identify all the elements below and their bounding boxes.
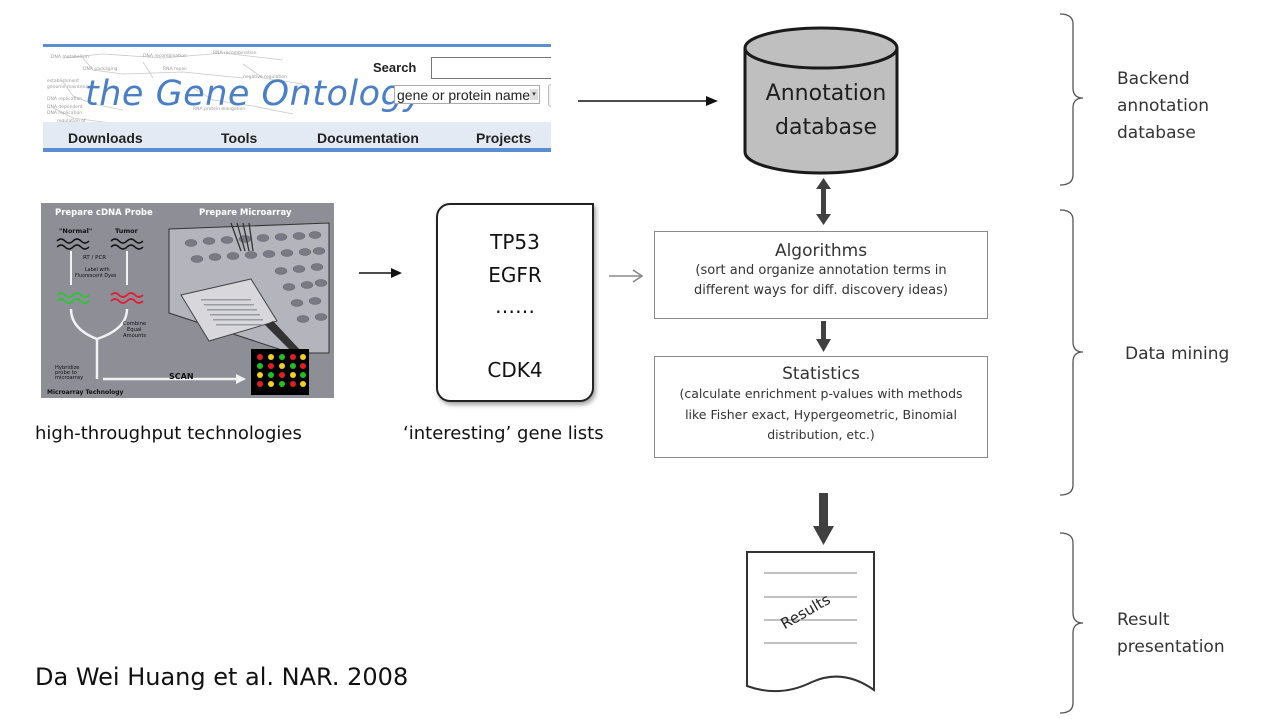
- combine-line1: Combine: [123, 321, 146, 327]
- prepare-microarray-heading: Prepare Microarray: [199, 208, 292, 218]
- go-nav-bar: Downloads Tools Documentation Projects: [43, 122, 551, 152]
- gene-ellipsis: ……: [495, 294, 535, 318]
- dropdown-arrow-icon: ▾: [530, 89, 538, 100]
- data-mining-label: Data mining: [1125, 344, 1230, 364]
- hybridize-line2: probe to: [55, 370, 77, 376]
- technology-to-list-arrow: [359, 268, 402, 278]
- prepare-probe-heading: Prepare cDNA Probe: [55, 208, 153, 218]
- nav-documentation[interactable]: Documentation: [317, 130, 419, 146]
- algorithms-box: Algorithms (sort and organize annotation…: [654, 231, 988, 319]
- banner-top-line: [43, 44, 551, 47]
- svg-text:DNA metabolism: DNA metabolism: [51, 54, 89, 60]
- microarray-plate-icon: [168, 222, 330, 354]
- svg-text:RNA protein elongation: RNA protein elongation: [193, 106, 245, 112]
- brace-backend: [1059, 13, 1084, 186]
- svg-text:DNA replication: DNA replication: [47, 96, 82, 102]
- label-dyes-line1: Label with: [85, 267, 110, 273]
- svg-text:regulation of: regulation of: [57, 118, 86, 124]
- svg-text:RNA recombination: RNA recombination: [213, 50, 257, 56]
- database-label-line2: database: [775, 115, 877, 140]
- search-type-select[interactable]: gene or protein name ▾: [394, 85, 540, 104]
- result-label-line2: presentation: [1117, 637, 1225, 657]
- hybridize-line1: Hybridize: [55, 365, 80, 371]
- scan-result-grid-icon: [251, 349, 309, 395]
- microarray-illustration: Prepare cDNA Probe "Normal" Tumor RT / P…: [41, 203, 334, 398]
- search-submit-button[interactable]: [548, 84, 551, 107]
- scan-label: SCAN: [169, 372, 194, 381]
- svg-text:DNA replication: DNA replication: [47, 110, 82, 116]
- hybridize-line3: microarray: [55, 375, 83, 381]
- svg-text:RNA repair: RNA repair: [163, 66, 187, 72]
- statistics-desc-line1: (calculate enrichment p-values with meth…: [679, 386, 963, 401]
- gene-ontology-banner: DNA metabolism DNA recombination RNA rec…: [43, 44, 551, 156]
- database-label-line1: Annotation: [766, 81, 887, 106]
- statistics-desc-line3: distribution, etc.): [767, 427, 875, 442]
- statistics-to-results-arrow: [813, 493, 834, 545]
- results-document-icon: Results: [746, 551, 875, 693]
- gene-ontology-title[interactable]: the Gene Ontology: [85, 74, 425, 114]
- gene-item: CDK4: [487, 358, 543, 382]
- statistics-title: Statistics: [782, 364, 860, 384]
- svg-text:negative regulation: negative regulation: [243, 74, 287, 80]
- algorithms-desc-line2: different ways for diff. discovery ideas…: [694, 283, 948, 298]
- gene-list-card: TP53 EGFR …… CDK4: [436, 203, 594, 402]
- algorithms-desc-line1: (sort and organize annotation terms in: [695, 263, 947, 278]
- gene-item: EGFR: [488, 263, 542, 287]
- high-throughput-caption: high-throughput technologies: [35, 423, 302, 444]
- label-dyes-line2: Fluorescent Dyes: [75, 273, 117, 279]
- statistics-desc-line2: like Fisher exact, Hypergeometric, Binom…: [685, 406, 957, 422]
- citation: Da Wei Huang et al. NAR. 2008: [35, 663, 409, 691]
- rna-strands-icon: [56, 238, 144, 250]
- nav-tools[interactable]: Tools: [221, 130, 258, 146]
- algorithms-title: Algorithms: [774, 241, 868, 261]
- tumor-label: Tumor: [115, 227, 139, 235]
- brace-result: [1059, 532, 1084, 714]
- svg-text:genome maintenance: genome maintenance: [47, 84, 97, 90]
- result-presentation-label: Result presentation: [1117, 607, 1225, 661]
- list-to-algorithms-arrow: [609, 269, 644, 283]
- svg-text:DNA recombination: DNA recombination: [143, 53, 187, 59]
- statistics-box: Statistics (calculate enrichment p-value…: [654, 356, 988, 458]
- svg-text:DNA dependent: DNA dependent: [47, 104, 83, 110]
- dyed-strands-icon: [56, 292, 144, 304]
- backend-label: Backend annotation database: [1117, 66, 1209, 147]
- annotation-database-cylinder: Annotation database: [743, 26, 899, 175]
- microarray-technology-label: Microarray Technology: [47, 389, 124, 396]
- search-input[interactable]: [431, 57, 551, 79]
- database-algorithms-double-arrow: [816, 178, 831, 225]
- rt-pcr-label: RT / PCR: [83, 255, 106, 261]
- backend-label-line2: annotation: [1117, 96, 1210, 116]
- gene-item: TP53: [490, 230, 540, 254]
- nav-projects[interactable]: Projects: [476, 130, 532, 146]
- gene-lists-caption: ‘interesting’ gene lists: [403, 423, 604, 444]
- ontology-tree-graphic: DNA metabolism DNA recombination RNA rec…: [47, 50, 304, 130]
- backend-label-line1: Backend: [1117, 69, 1190, 89]
- nav-downloads[interactable]: Downloads: [68, 130, 143, 146]
- search-type-value: gene or protein name: [397, 87, 531, 103]
- svg-text:establishment: establishment: [47, 78, 79, 84]
- brace-data-mining: [1059, 209, 1084, 496]
- microarray-figure: Prepare cDNA Probe "Normal" Tumor RT / P…: [41, 203, 334, 398]
- search-label: Search: [373, 60, 417, 75]
- combine-line2: Equal: [127, 327, 141, 333]
- normal-label: "Normal": [59, 227, 92, 235]
- backend-label-line3: database: [1117, 123, 1196, 143]
- svg-text:DNA packaging: DNA packaging: [83, 66, 118, 72]
- go-to-database-arrow: [578, 96, 718, 106]
- result-label-line1: Result: [1117, 610, 1170, 630]
- algorithms-to-statistics-arrow: [816, 321, 831, 352]
- combine-line3: Amounts: [123, 333, 146, 339]
